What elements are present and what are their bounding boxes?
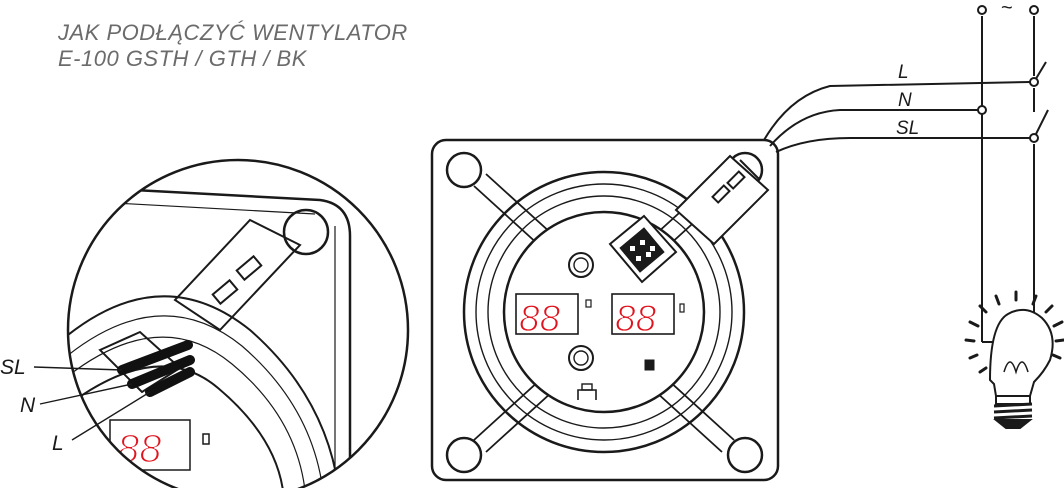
zoom-callouts — [33, 366, 151, 441]
zoom-label-l: L — [52, 432, 64, 455]
ac-symbol: ~ — [1001, 0, 1013, 19]
display-right-digits: 88 — [615, 298, 657, 339]
display-right — [611, 293, 675, 335]
wire-label-sl: SL — [896, 118, 919, 139]
terminal-l-top — [1029, 5, 1039, 15]
zoom-circle — [66, 158, 410, 488]
wire-label-l: L — [898, 62, 909, 83]
connector-block — [608, 214, 678, 284]
zoom-detail: 88 — [66, 158, 410, 488]
wire-n — [769, 109, 982, 147]
wire-l — [763, 81, 1031, 141]
light-bulb-icon — [964, 290, 1064, 429]
display-left-digits: 88 — [519, 298, 561, 339]
fan-unit — [430, 138, 780, 482]
switch-2 — [1033, 109, 1049, 139]
fan-faceplate — [430, 138, 780, 482]
zoom-label-sl: SL — [0, 356, 26, 379]
display-left — [515, 293, 579, 335]
diagram-title-line1: JAK PODŁĄCZYĆ WENTYLATOR — [58, 20, 408, 45]
corner-screw — [282, 208, 330, 256]
zoom-display: 88 — [109, 419, 210, 472]
diagram-title-line2: E-100 GSTH / GTH / BK — [58, 46, 307, 71]
screw-bottom-left — [445, 436, 483, 474]
wire-label-n: N — [898, 90, 912, 111]
screw-bottom-right — [726, 436, 764, 474]
wiring — [763, 16, 1049, 343]
screw-top-left — [445, 151, 483, 189]
zoom-label-n: N — [20, 394, 36, 417]
zoom-wires — [117, 340, 195, 397]
wire-sl — [775, 137, 1030, 153]
terminal-n-top — [977, 5, 987, 15]
zoom-display-digits: 88 — [117, 427, 162, 471]
